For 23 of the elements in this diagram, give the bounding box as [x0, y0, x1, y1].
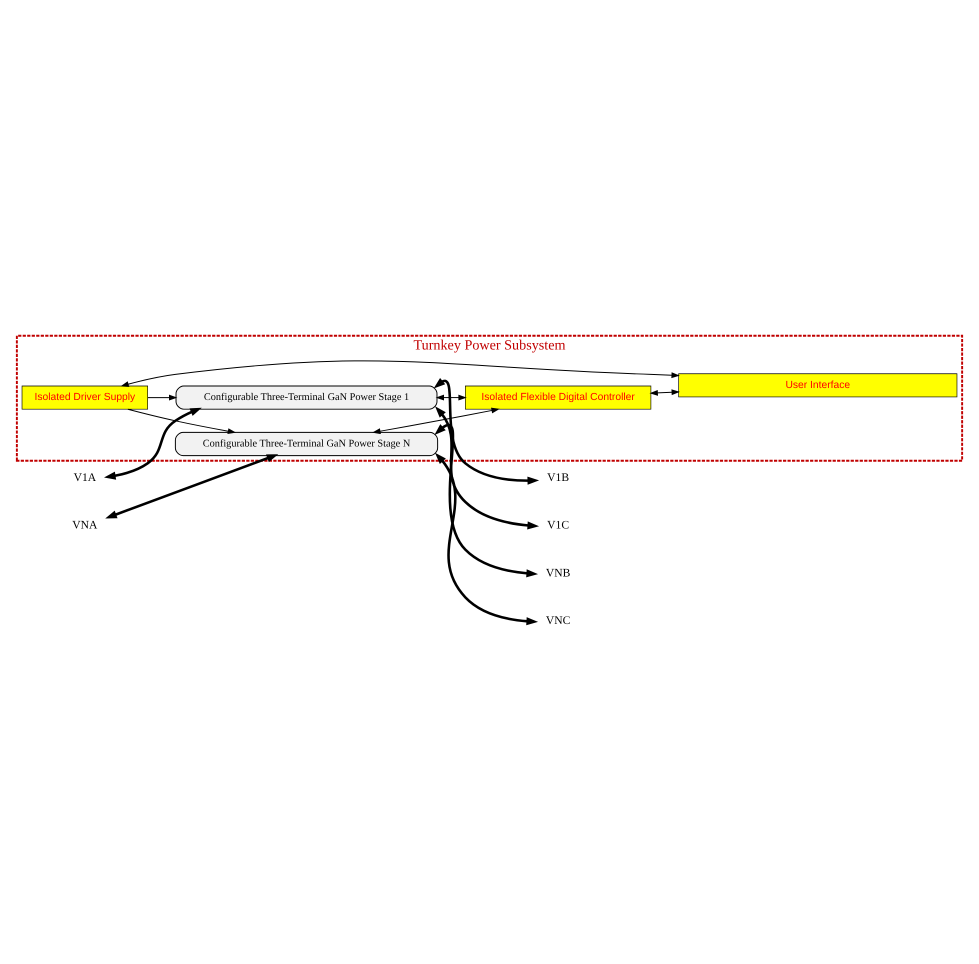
node-box: Isolated Flexible Digital Controller: [465, 386, 652, 410]
arrow: [435, 452, 538, 626]
arrow: [434, 424, 538, 578]
node-box: Configurable Three-Terminal GaN Power Stage 1: [176, 386, 438, 410]
arrow: [434, 378, 540, 485]
node-box: User Interface: [678, 373, 958, 398]
arrow: [435, 406, 540, 530]
arrow: [105, 454, 278, 518]
node-text: VNB: [546, 566, 570, 580]
arrow: [127, 408, 236, 434]
node-box: Isolated Driver Supply: [22, 386, 148, 410]
arrow: [650, 389, 680, 396]
arrow: [120, 360, 680, 387]
node-text: V1B: [547, 470, 570, 484]
arrow: [372, 408, 500, 434]
arrow: [147, 394, 178, 401]
node-text: V1A: [74, 470, 96, 484]
arrow: [104, 408, 202, 480]
node-text: VNA: [72, 518, 98, 532]
node-text: V1C: [547, 518, 570, 532]
node-box: Configurable Three-Terminal GaN Power Stage N: [174, 432, 438, 456]
node-text: VNC: [546, 614, 570, 628]
arrow: [436, 394, 467, 401]
